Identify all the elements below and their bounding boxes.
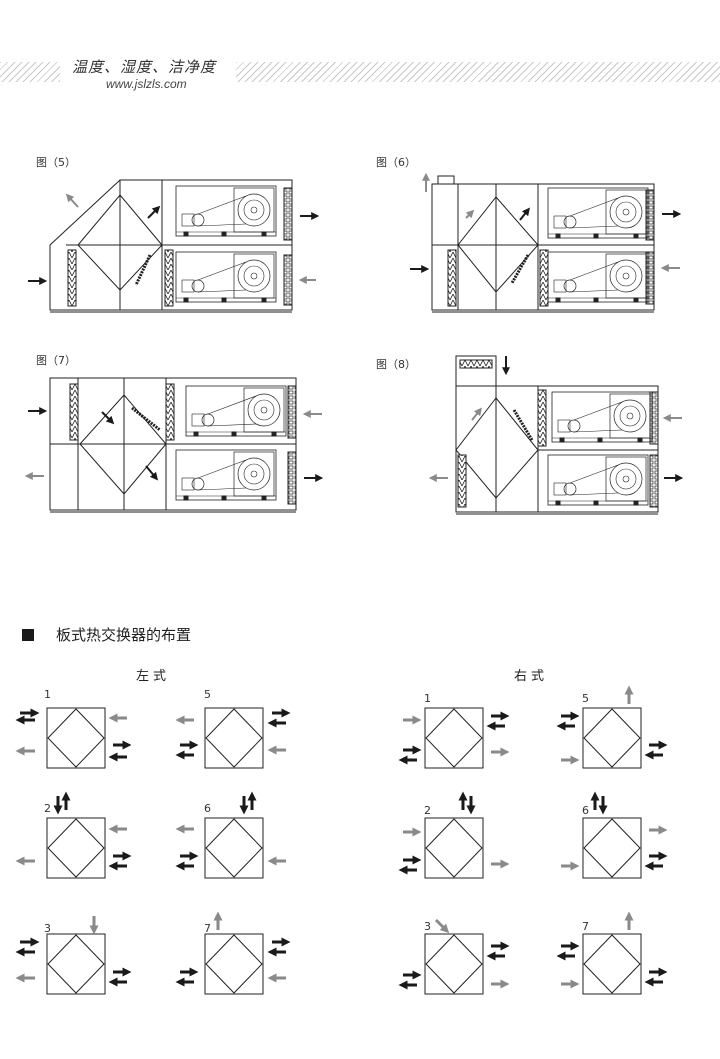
- left-layout-number-1: 1: [44, 688, 51, 701]
- section-bullet-square: [22, 628, 34, 641]
- header-hatch-right: [236, 62, 720, 82]
- right-layout-label: 右式: [514, 669, 549, 684]
- left-layout-number-3: 3: [44, 922, 51, 935]
- right-layout-number-3: 3: [424, 920, 431, 933]
- right-layout-number-7: 7: [582, 920, 589, 933]
- right-layout-box-3: [424, 933, 484, 995]
- unit-drawings: [24, 172, 684, 515]
- section-title-text: 板式热交换器的布置: [56, 626, 192, 644]
- figure-label-6: 图（6）: [376, 156, 416, 169]
- left-layout-number-2: 2: [44, 802, 51, 815]
- left-layout-box-7: [204, 933, 264, 995]
- figure-8-drawing: [428, 355, 684, 515]
- header-hatch-left: [0, 62, 60, 82]
- right-layout-box-2: [424, 817, 484, 879]
- right-layout-box-5: [582, 707, 642, 769]
- figure-5-drawing: [28, 179, 320, 313]
- left-layout-label: 左式: [136, 669, 171, 684]
- figure-label-8: 图（8）: [376, 358, 416, 371]
- figure-7-drawing: [24, 377, 324, 513]
- left-layout-number-5: 5: [204, 688, 211, 701]
- right-layout-number-2: 2: [424, 804, 431, 817]
- right-layout-box-1: [424, 707, 484, 769]
- figure-6-drawing: [410, 172, 682, 313]
- left-layout-number-6: 6: [204, 802, 211, 815]
- figure-label-7: 图（7）: [36, 354, 76, 367]
- left-layout-box-3: [46, 933, 106, 995]
- left-layout-box-6: [204, 817, 264, 879]
- right-layout-number-1: 1: [424, 692, 431, 705]
- brand-title: 温度、湿度、洁净度: [72, 58, 217, 76]
- right-layout-box-7: [582, 933, 642, 995]
- section-title: 板式热交换器的布置: [22, 624, 191, 645]
- left-layout-box-2: [46, 817, 106, 879]
- brand-block: 温度、湿度、洁净度 www.jslzls.com: [62, 56, 227, 91]
- right-layout-box-6: [582, 817, 642, 879]
- left-layout-box-5: [204, 707, 264, 769]
- figure-label-5: 图（5）: [36, 156, 76, 169]
- brand-url: www.jslzls.com: [106, 77, 187, 91]
- right-layout-number-6: 6: [582, 804, 589, 817]
- left-layout-number-7: 7: [204, 922, 211, 935]
- layout-airflow-arrows: [15, 685, 668, 990]
- left-layout-box-1: [46, 707, 106, 769]
- right-layout-number-5: 5: [582, 692, 589, 705]
